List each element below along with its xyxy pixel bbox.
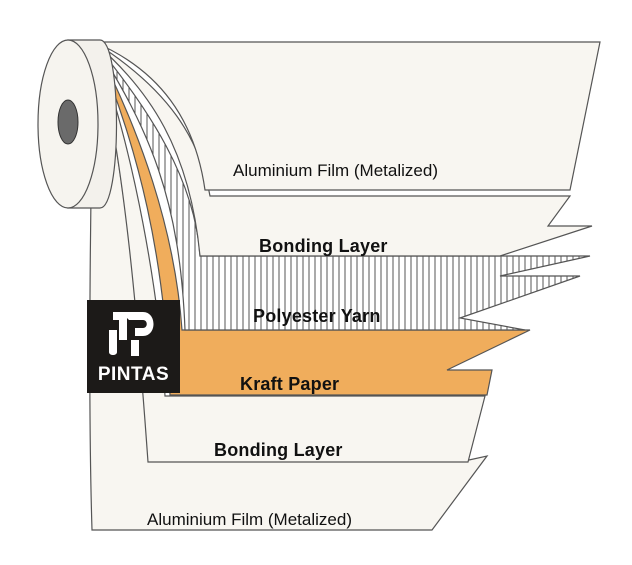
pintas-mark-icon (109, 312, 154, 356)
bottom-aluminium-label: Aluminium Film (Metalized) (147, 510, 352, 529)
roll-core (57, 99, 79, 145)
lower-bonding-sheet (93, 41, 486, 463)
kraft-paper-sheet (93, 41, 531, 396)
upper-bonding-label: Bonding Layer (259, 236, 388, 256)
top-aluminium-label: Aluminium Film (Metalized) (233, 161, 438, 180)
pintas-logo: PINTAS (87, 300, 180, 393)
pintas-logo-text: PINTAS (97, 364, 170, 385)
polyester-yarn-label: Polyester Yarn (253, 306, 381, 326)
lower-bonding-label: Bonding Layer (214, 440, 343, 460)
upper-bonding-sheet (93, 41, 593, 257)
top-aluminium-sheet (93, 41, 601, 191)
kraft-paper-label: Kraft Paper (240, 374, 340, 394)
